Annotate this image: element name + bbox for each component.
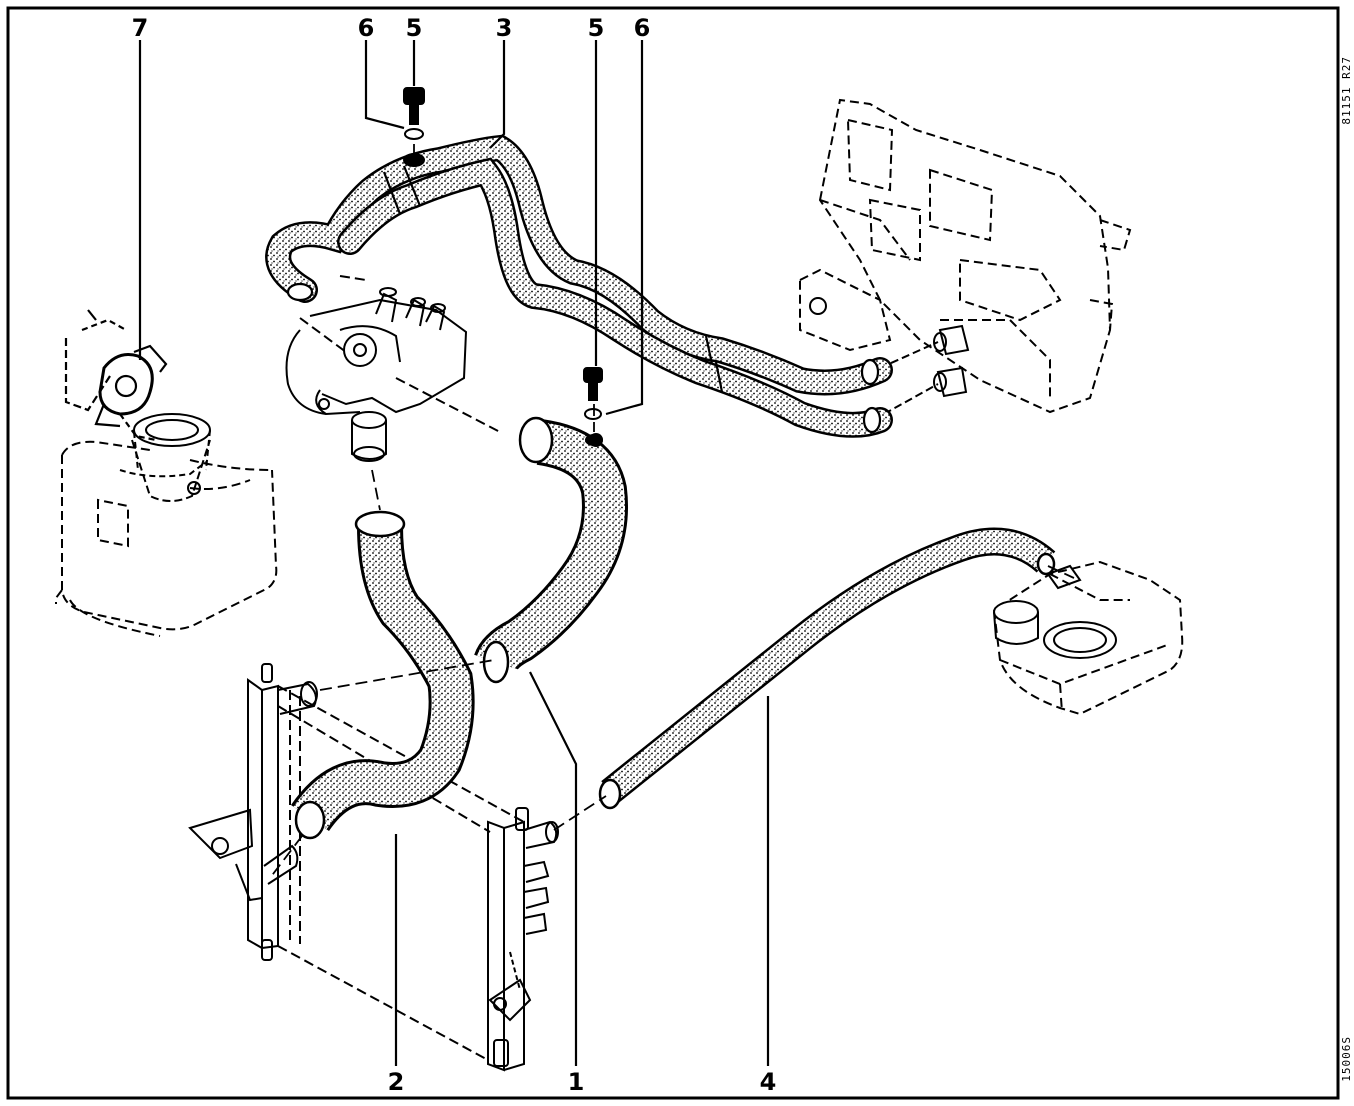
hose-3-upper <box>265 134 893 396</box>
expansion-tank <box>992 560 1184 716</box>
leader-lines <box>138 40 770 1066</box>
engine-rocker-cover <box>55 440 278 637</box>
callout-1: 1 <box>567 1068 585 1096</box>
heater-valve-housing <box>285 275 501 462</box>
callout-2: 2 <box>387 1068 405 1096</box>
hose-3-collars <box>286 165 882 434</box>
heater-unit <box>799 98 1132 414</box>
side-code-top: 81151 R27 <box>1340 56 1353 125</box>
callout-5-right: 5 <box>587 14 605 42</box>
hose-2 <box>291 510 475 840</box>
hose-4 <box>598 527 1056 810</box>
side-code-bottom: 15006S <box>1340 1036 1353 1082</box>
callout-3: 3 <box>495 14 513 42</box>
hose-1 <box>474 416 628 684</box>
thermostat-neck <box>119 413 211 502</box>
callout-7: 7 <box>131 14 149 42</box>
callout-5-left: 5 <box>405 14 423 42</box>
diagram-border <box>6 6 1340 1100</box>
alignment-lines <box>269 144 1075 879</box>
radiator <box>188 663 559 1072</box>
callout-4: 4 <box>759 1068 777 1096</box>
heater-pipes <box>879 324 970 415</box>
callout-6-right: 6 <box>633 14 651 42</box>
expansion-tank-cap <box>993 564 1117 659</box>
bolt-5-left <box>403 87 425 167</box>
hose-3-lower <box>337 157 893 438</box>
callout-6-left: 6 <box>357 14 375 42</box>
bolt-5-right <box>583 367 603 446</box>
bracket-clip-7 <box>64 309 168 442</box>
